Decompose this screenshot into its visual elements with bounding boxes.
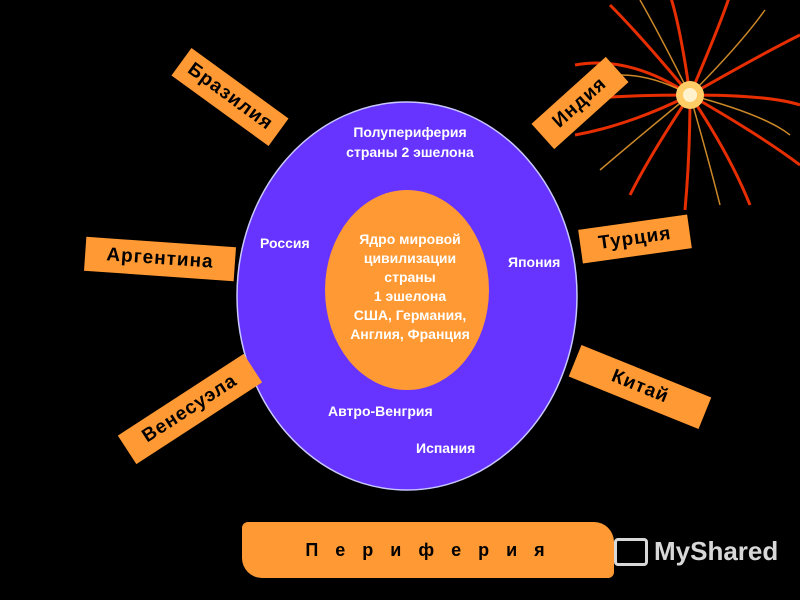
- presentation-icon: [614, 537, 648, 566]
- firework-decoration: [569, 0, 800, 211]
- core-title: Ядро мировой цивилизации страны 1 эшелон…: [350, 231, 470, 342]
- periphery-banner: П е р и ф е р и я: [242, 522, 614, 578]
- semi-periphery-title: Полупериферия страны 2 эшелона: [346, 124, 474, 160]
- label-austria-hungary: Автро-Венгрия: [328, 403, 433, 419]
- watermark: MyShared: [614, 536, 778, 567]
- label-spain: Испания: [416, 440, 476, 456]
- label-russia: Россия: [260, 235, 310, 251]
- watermark-text: MyShared: [654, 536, 779, 566]
- core-ellipse: [325, 190, 489, 390]
- label-japan: Япония: [508, 254, 561, 270]
